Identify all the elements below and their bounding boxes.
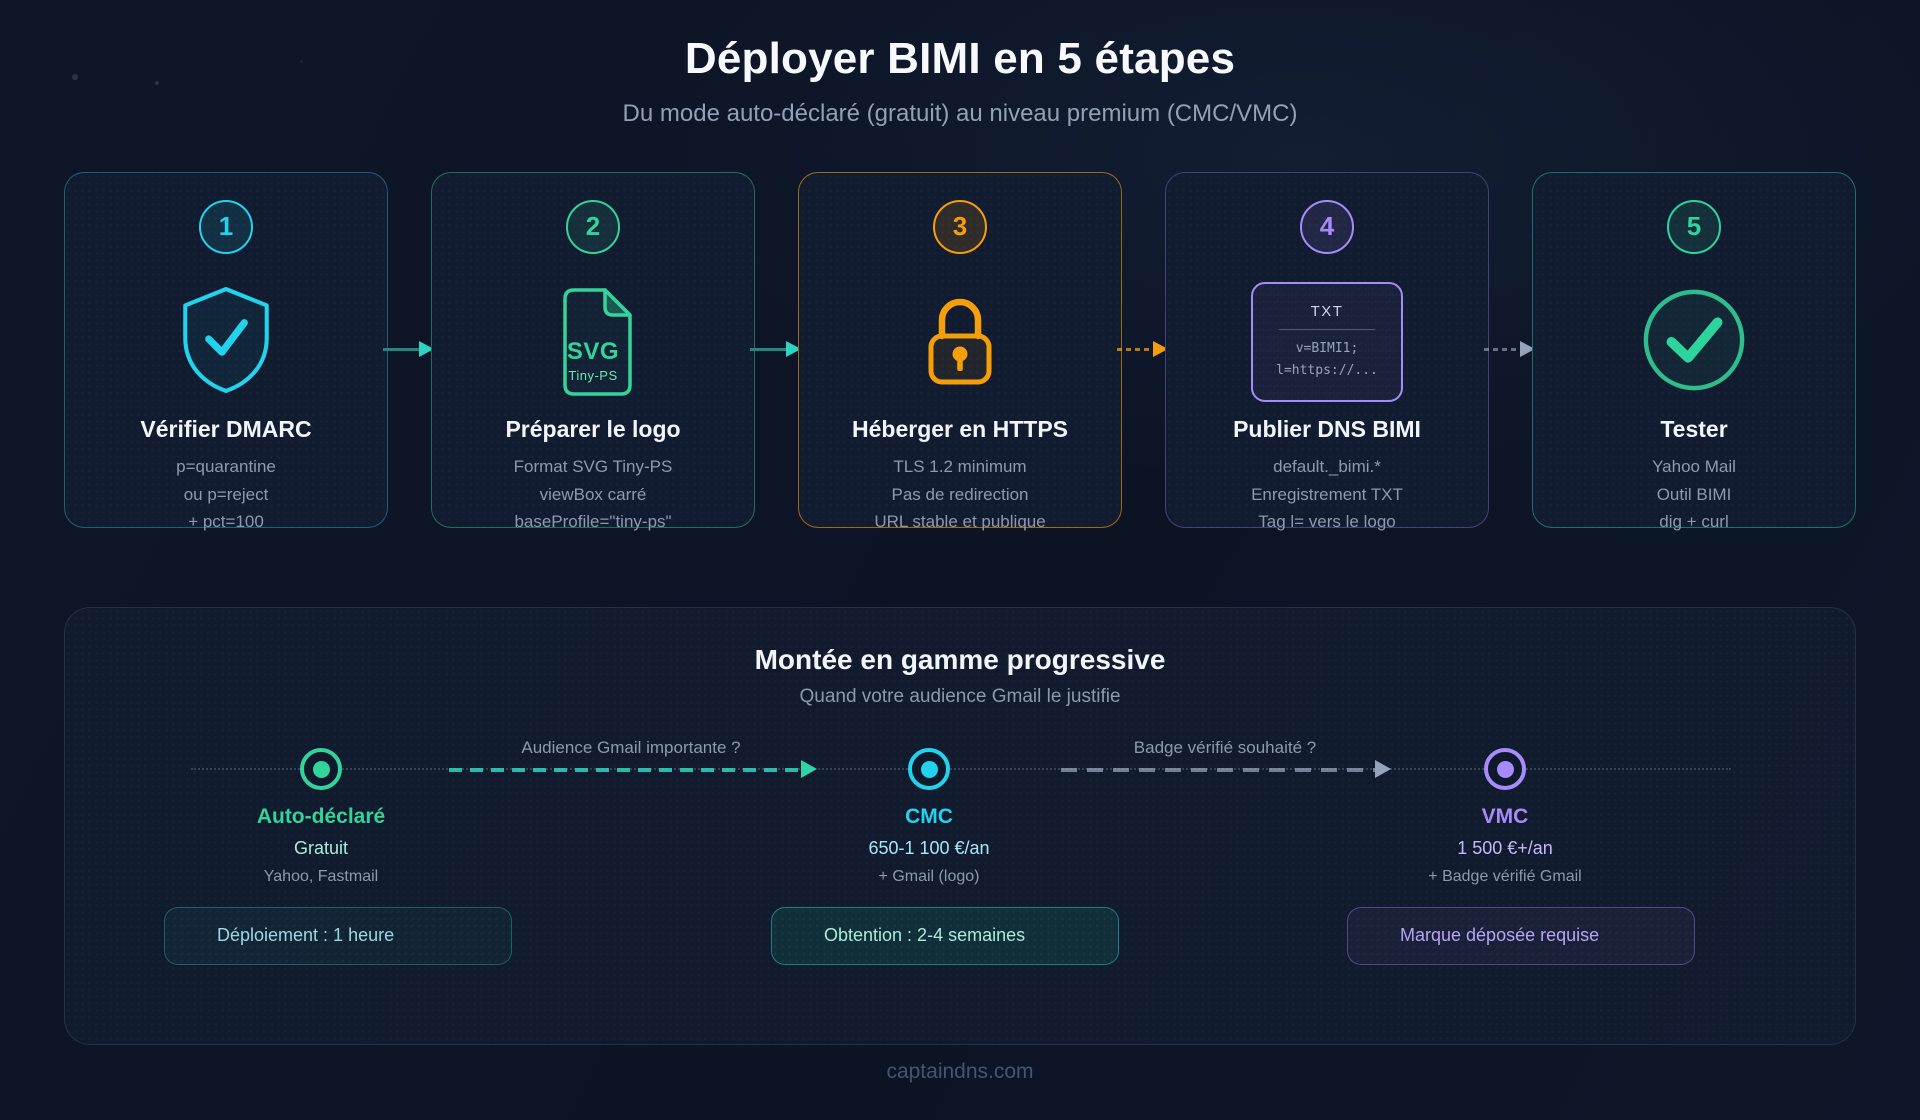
- step-description: default._bimi.* Enregistrement TXT Tag l…: [1166, 453, 1488, 536]
- check-circle-icon: [1640, 286, 1748, 399]
- step-number-badge: 5: [1667, 200, 1721, 254]
- dns-record-value: v=BIMI1;: [1296, 338, 1359, 359]
- transition-arrow: [449, 760, 817, 778]
- tier-duration-badge: Obtention : 2-4 semaines: [771, 907, 1119, 965]
- page-subtitle: Du mode auto-déclaré (gratuit) au niveau…: [0, 100, 1920, 128]
- step-description: p=quarantine ou p=reject + pct=100: [65, 453, 387, 536]
- step-connector: [1122, 172, 1165, 528]
- arrow-right-icon: [1375, 760, 1391, 778]
- step-number-badge: 2: [566, 200, 620, 254]
- tier-duration-badge: Déploiement : 1 heure: [164, 907, 512, 965]
- dns-record-value: l=https://...: [1276, 360, 1378, 381]
- txt-record-type: TXT: [1311, 303, 1344, 320]
- tier-note: + Gmail (logo): [868, 868, 989, 886]
- node-dot: [921, 761, 938, 778]
- step-card-verifier-dmarc: 1 Vérifier DMARC p=quarantine ou p=rejec…: [64, 172, 388, 528]
- step-title: Publier DNS BIMI: [1166, 416, 1488, 443]
- step-card-tester: 5 Tester Yahoo Mail Outil BIMI dig + cur…: [1532, 172, 1856, 528]
- node-dot: [313, 761, 330, 778]
- tier-auto-declare: Auto-déclaré Gratuit Yahoo, Fastmail: [257, 805, 385, 886]
- footer-site-url: captaindns.com: [0, 1060, 1920, 1084]
- arrow-right-icon: [801, 760, 817, 778]
- step-card-heberger-https: 3 Héberger en HTTPS TLS 1.2 minimum Pas …: [798, 172, 1122, 528]
- step-title: Vérifier DMARC: [65, 416, 387, 443]
- shield-check-icon: [177, 285, 275, 400]
- step-description: Yahoo Mail Outil BIMI dig + curl: [1533, 453, 1855, 536]
- step-description: Format SVG Tiny-PS viewBox carré basePro…: [432, 453, 754, 536]
- tier-cmc: CMC 650-1 100 €/an + Gmail (logo): [868, 805, 989, 886]
- step-connector: [1489, 172, 1532, 528]
- tier-name: VMC: [1428, 805, 1581, 829]
- lock-icon: [912, 290, 1008, 395]
- step-number-badge: 1: [199, 200, 253, 254]
- step-card-publier-dns: 4 TXT v=BIMI1; l=https://... Publier DNS…: [1165, 172, 1489, 528]
- step-title: Tester: [1533, 416, 1855, 443]
- timeline-node-vmc: [1484, 748, 1526, 790]
- timeline-node-cmc: [908, 748, 950, 790]
- tier-duration-badge: Marque déposée requise: [1347, 907, 1695, 965]
- file-format-label: SVG: [553, 338, 633, 366]
- step-number-badge: 3: [933, 200, 987, 254]
- tier-price: 650-1 100 €/an: [868, 838, 989, 859]
- tier-price: 1 500 €+/an: [1428, 838, 1581, 859]
- steps-row: 1 Vérifier DMARC p=quarantine ou p=rejec…: [64, 172, 1856, 528]
- step-connector: [755, 172, 798, 528]
- tier-note: + Badge vérifié Gmail: [1428, 868, 1581, 886]
- step-number-badge: 4: [1300, 200, 1354, 254]
- tier-name: Auto-déclaré: [257, 805, 385, 829]
- tier-note: Yahoo, Fastmail: [257, 868, 385, 886]
- file-profile-label: Tiny-PS: [553, 368, 633, 383]
- node-dot: [1497, 761, 1514, 778]
- step-title: Héberger en HTTPS: [799, 416, 1121, 443]
- transition-question: Badge vérifié souhaité ?: [1134, 738, 1316, 758]
- dns-txt-record-icon: TXT v=BIMI1; l=https://...: [1251, 282, 1403, 402]
- step-description: TLS 1.2 minimum Pas de redirection URL s…: [799, 453, 1121, 536]
- transition-arrow: [1061, 760, 1391, 778]
- transition-question: Audience Gmail importante ?: [521, 738, 740, 758]
- panel-subtitle: Quand votre audience Gmail le justifie: [65, 686, 1855, 708]
- svg-file-icon: SVG Tiny-PS: [553, 286, 633, 398]
- upgrade-panel: Montée en gamme progressive Quand votre …: [64, 607, 1856, 1045]
- timeline-node-auto-declare: [300, 748, 342, 790]
- page-title: Déployer BIMI en 5 étapes: [0, 34, 1920, 84]
- header: Déployer BIMI en 5 étapes Du mode auto-d…: [0, 34, 1920, 128]
- divider: [1279, 329, 1375, 330]
- panel-title: Montée en gamme progressive: [65, 644, 1855, 676]
- step-title: Préparer le logo: [432, 416, 754, 443]
- tier-vmc: VMC 1 500 €+/an + Badge vérifié Gmail: [1428, 805, 1581, 886]
- tier-name: CMC: [868, 805, 989, 829]
- step-card-preparer-logo: 2 SVG Tiny-PS Préparer le logo Format SV…: [431, 172, 755, 528]
- tier-price: Gratuit: [257, 838, 385, 859]
- step-connector: [388, 172, 431, 528]
